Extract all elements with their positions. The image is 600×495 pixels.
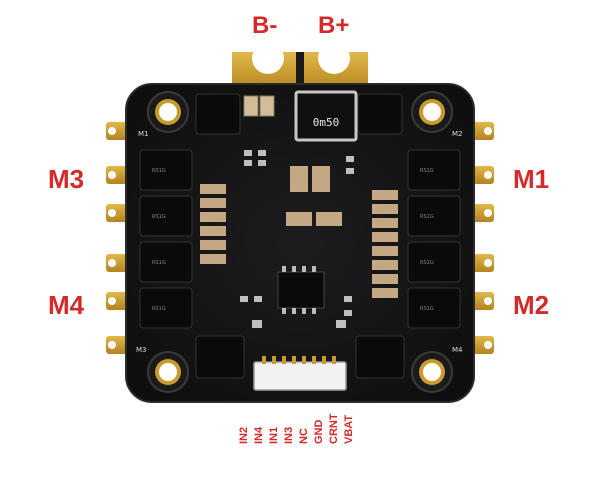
resistor-arrays [200, 166, 398, 298]
svg-text:RS1G: RS1G [420, 214, 434, 220]
pin-labels: IN2 IN4 IN1 IN3 NC GND CRNT VBAT [238, 398, 373, 448]
svg-text:RS1G: RS1G [152, 260, 166, 266]
label-m3: M3 [48, 164, 85, 194]
svg-text:RS1G: RS1G [152, 214, 166, 220]
mosfet-chips [139, 93, 461, 379]
pin-label: VBAT [343, 414, 355, 444]
svg-text:RS1G: RS1G [420, 168, 434, 174]
mounting-holes [147, 91, 453, 393]
label-m2: M2 [513, 290, 550, 320]
svg-text:RS1G: RS1G [152, 306, 166, 312]
svg-text:RS1G: RS1G [420, 260, 434, 266]
corner-mark-m1: M1 [138, 130, 149, 138]
label-b-minus: B- [252, 12, 278, 39]
svg-text:RS1G: RS1G [152, 168, 166, 174]
label-m1: M1 [513, 164, 550, 194]
capacitors [243, 95, 275, 117]
smd-components [240, 150, 354, 328]
signal-connector [253, 361, 347, 391]
shunt-resistor [294, 90, 358, 142]
center-ic [277, 271, 325, 309]
corner-mark-m2: M2 [452, 130, 463, 138]
label-m4: M4 [48, 290, 85, 320]
pcb-board [125, 83, 475, 403]
corner-mark-m3: M3 [136, 346, 147, 354]
label-b-plus: B+ [318, 12, 350, 39]
battery-tabs [232, 42, 368, 92]
shunt-text: 0m50 [313, 116, 340, 129]
corner-mark-m4: M4 [452, 346, 463, 354]
svg-text:RS1G: RS1G [420, 306, 434, 312]
